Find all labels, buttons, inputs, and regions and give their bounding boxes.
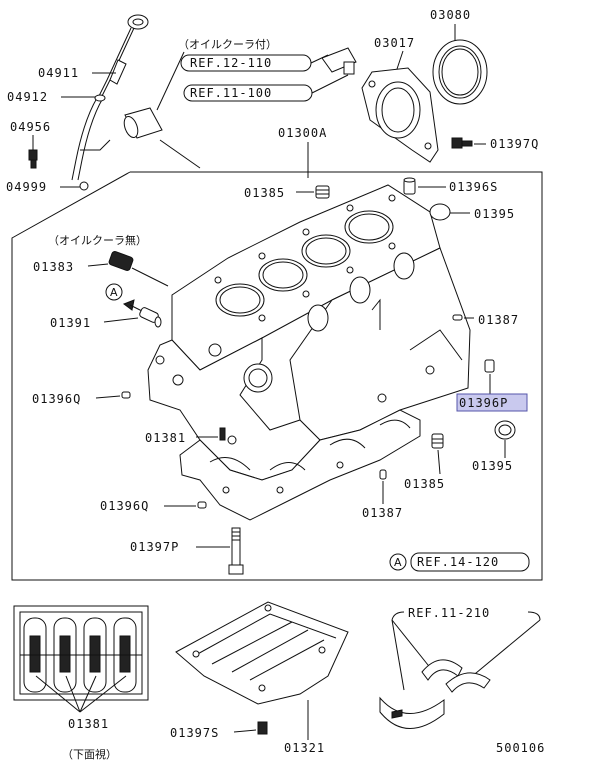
label-01387-right: 01387	[478, 313, 519, 327]
block-bottom-view	[13, 605, 149, 701]
pipe-01391	[139, 307, 162, 328]
pin-01381	[219, 427, 226, 441]
oring-04999	[79, 181, 89, 191]
block-frame	[11, 171, 543, 581]
label-01321: 01321	[284, 741, 325, 755]
label-01396Q-left: 01396Q	[32, 392, 81, 406]
ref-a-marker: A	[105, 283, 123, 301]
dowel-01396P	[484, 359, 495, 373]
label-01396Q-bottom: 01396Q	[100, 499, 149, 513]
label-01381-bottomview: 01381	[68, 717, 109, 731]
label-01300A: 01300A	[278, 126, 327, 140]
dowel-01396Q-bottom	[197, 501, 207, 509]
note-oil-cooler-with: （オイルクーラ付）	[178, 38, 277, 51]
label-01396P: 01396P	[459, 396, 508, 410]
label-01383: 01383	[33, 260, 74, 274]
label-01391: 01391	[50, 316, 91, 330]
label-03017: 03017	[374, 36, 415, 50]
ref-11-210: REF.11-210	[408, 606, 490, 620]
label-01395-bottom: 01395	[472, 459, 513, 473]
label-01387-bottom: 01387	[362, 506, 403, 520]
oil-cooler-fitting	[123, 107, 163, 139]
rear-oil-seal	[432, 39, 488, 105]
note-bottom-view: （下面視）	[62, 747, 117, 761]
bolt-04956	[28, 149, 38, 169]
dipstick	[96, 14, 149, 101]
label-04999: 04999	[6, 180, 47, 194]
label-01385-bottom: 01385	[404, 477, 445, 491]
baffle-plate-01321	[175, 601, 349, 705]
bearing-lower	[379, 696, 445, 729]
ref-11-100: REF.11-100	[190, 86, 272, 100]
label-01397Q-top: 01397Q	[490, 137, 539, 151]
label-04912: 04912	[7, 90, 48, 104]
dowel-01396S	[403, 177, 416, 195]
cylinder-block	[147, 184, 471, 521]
svg-text:A: A	[110, 286, 118, 299]
diagram-number: 500106	[496, 741, 545, 755]
label-01385-top: 01385	[244, 186, 285, 200]
bolt-01397P	[228, 527, 244, 575]
plug-01385-bottom	[431, 433, 444, 449]
cap-01395-top	[429, 203, 451, 221]
label-01381: 01381	[145, 431, 186, 445]
ref-14-120: REF.14-120	[417, 555, 499, 569]
plug-01385-top	[315, 185, 330, 199]
bolt-01397Q-top	[451, 137, 473, 149]
highlight-01396P	[456, 393, 528, 412]
oil-cooler-bolt	[321, 47, 357, 75]
label-01397S: 01397S	[170, 726, 219, 740]
label-01395-top: 01395	[474, 207, 515, 221]
seal-retainer	[361, 67, 439, 163]
cap-01395-bottom	[494, 420, 516, 440]
label-01396S: 01396S	[449, 180, 498, 194]
dipstick-tube	[71, 94, 111, 181]
ref-14-120-group: A REF.14-120	[389, 552, 530, 572]
ref-a-bottom: A	[394, 556, 402, 569]
label-01397P: 01397P	[130, 540, 179, 554]
label-04956: 04956	[10, 120, 51, 134]
label-03080: 03080	[430, 8, 471, 22]
plug-01383	[108, 251, 134, 271]
ref-12-110: REF.12-110	[190, 56, 272, 70]
bolt-01397S	[257, 721, 268, 735]
bearing-upper	[421, 659, 491, 693]
pin-01387-right	[452, 314, 463, 321]
pin-01387-bottom	[379, 469, 387, 480]
note-oil-cooler-without: （オイルクーラ無）	[48, 233, 147, 247]
dowel-01396Q-left	[121, 391, 131, 399]
label-04911: 04911	[38, 66, 79, 80]
